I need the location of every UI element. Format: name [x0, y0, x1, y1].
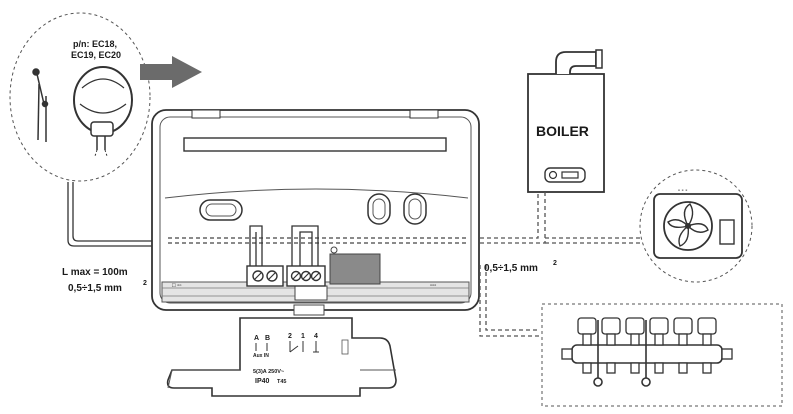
relay-label-1: 1: [301, 333, 305, 340]
mounting-hole-right-1: [367, 193, 391, 225]
terminal-block-sensor: [246, 265, 284, 287]
sensor-part-label-line2: EC19, EC20: [71, 50, 121, 60]
controller-housing: □ ▫▫ ▫▫▫: [151, 109, 480, 311]
cable-section-label: 0,5÷1,5 mm: [68, 283, 122, 294]
terminal-block-relay: [286, 265, 326, 287]
output-wiring: [479, 192, 640, 337]
relay-component: [329, 253, 381, 285]
aux-in-label: Aux IN: [253, 353, 269, 359]
mounting-hole-left: [199, 199, 243, 221]
relay-label-2: 2: [288, 333, 292, 340]
label-plate: A B Aux IN 2 1 4 5(3)A 250V~ IP40 T45: [166, 304, 397, 397]
heat-pump-icon: - - -: [639, 169, 753, 283]
sensor-part-label-line1: p/n: EC18,: [73, 39, 117, 49]
output-section-superscript: 2: [553, 260, 557, 267]
svg-text:▫▫▫: ▫▫▫: [430, 283, 436, 289]
boiler-label: BOILER: [536, 123, 589, 139]
sensor-group: p/n: EC18, EC19, EC20: [9, 12, 151, 182]
temp-label: T45: [277, 379, 286, 385]
svg-text:□ ▫▫: □ ▫▫: [172, 283, 182, 289]
terminal-label-a: A: [254, 335, 259, 342]
rating-label: 5(3)A 250V~: [253, 369, 284, 375]
relay-contact-symbol: [289, 341, 319, 353]
relay-label-4: 4: [314, 333, 318, 340]
terminal-label-b: B: [265, 335, 270, 342]
surface-sensor-icon: [73, 66, 133, 157]
cable-section-superscript: 2: [143, 280, 147, 287]
sensor-cable: [67, 182, 158, 247]
probe-sensor-icon: [32, 68, 49, 142]
direction-arrow-icon: [140, 56, 202, 88]
output-section-label: 0,5÷1,5 mm: [484, 263, 538, 274]
mounting-hole-right-2: [403, 193, 427, 225]
manifold-icon: [541, 303, 783, 407]
ip-label: IP40: [255, 378, 270, 385]
svg-text:- - -: - - -: [678, 188, 687, 194]
cable-length-label: L max = 100m: [62, 267, 128, 278]
sensor-dashed-circle: [9, 12, 151, 182]
boiler-icon: BOILER: [527, 49, 605, 193]
